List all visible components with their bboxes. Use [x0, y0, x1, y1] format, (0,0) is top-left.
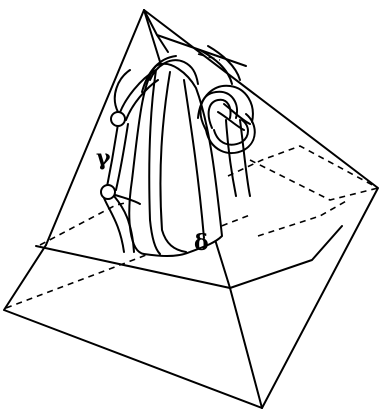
surface-sheet: [129, 56, 222, 256]
lower-puncture-point: [101, 185, 115, 199]
gamma-label: γ: [96, 145, 111, 171]
upper-puncture-point: [111, 112, 125, 126]
knot-strand-down-left: [226, 120, 236, 196]
hidden-edge-lower-right: [258, 200, 348, 236]
gamma-strand-vertical-2: [116, 124, 128, 190]
hidden-edge-right: [250, 160, 378, 200]
hidden-edge-upper-right: [228, 146, 378, 188]
knot-lower-loop-inner: [214, 120, 248, 145]
delta-label: δ: [194, 230, 209, 256]
section-cut-right: [230, 226, 342, 288]
